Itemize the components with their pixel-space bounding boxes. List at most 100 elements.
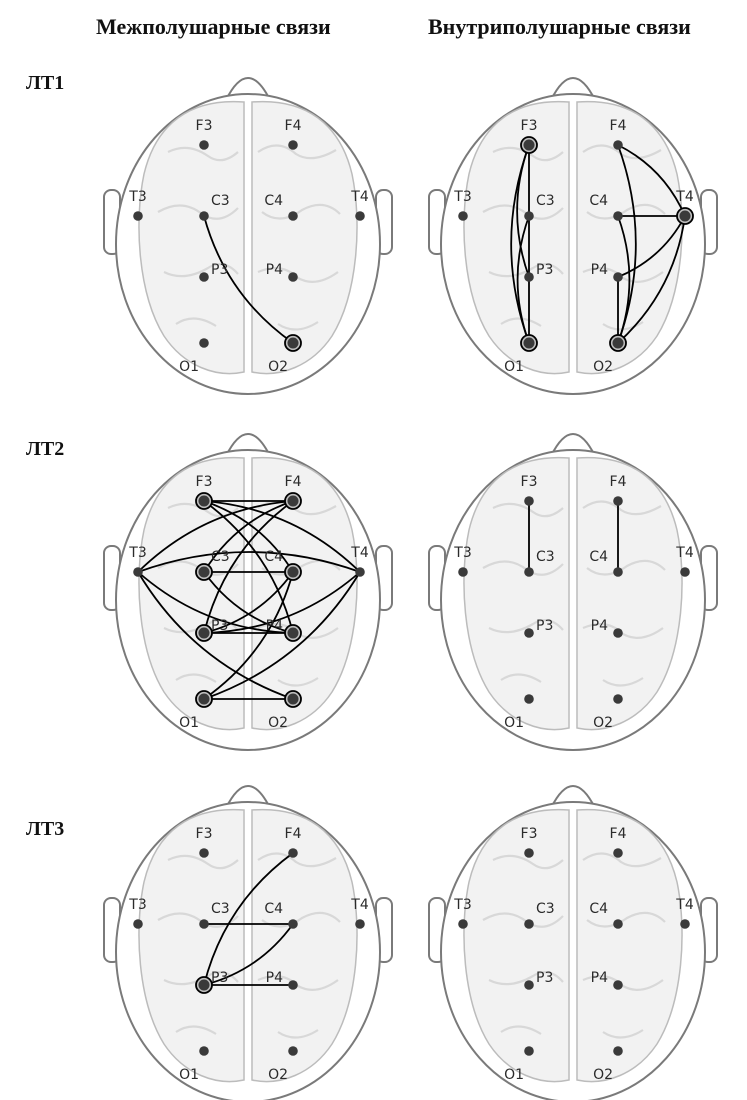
electrode-P3 [199,980,210,991]
electrode-P3 [524,272,534,282]
header-interhemispheric: Межполушарные связи [96,14,331,40]
row-label-lt1: ЛТ1 [26,72,64,95]
electrode-P3 [199,628,210,639]
electrode-F4 [288,140,298,150]
electrode-label-C3: C3 [211,549,230,565]
electrode-O1 [199,694,210,705]
electrode-T3 [133,567,143,577]
electrode-P3 [524,980,534,990]
electrode-label-P3: P3 [211,262,228,278]
electrode-label-P3: P3 [536,618,553,634]
electrode-P3 [524,628,534,638]
electrode-label-O2: O2 [593,1067,613,1083]
electrode-T4 [680,211,691,222]
electrode-label-F4: F4 [610,118,627,134]
electrode-label-O1: O1 [504,359,524,375]
electrode-label-P4: P4 [266,618,283,634]
electrode-label-T4: T4 [350,897,369,913]
electrode-C3 [199,567,210,578]
electrode-label-F4: F4 [610,474,627,490]
electrode-T3 [133,919,143,929]
electrode-label-C3: C3 [536,549,555,565]
electrode-O2 [613,694,623,704]
electrode-F4 [613,496,623,506]
electrode-label-T4: T4 [675,189,694,205]
electrode-P3 [199,272,209,282]
electrode-label-O2: O2 [593,359,613,375]
row-label-lt2: ЛТ2 [26,438,64,461]
electrode-label-F4: F4 [285,474,302,490]
electrode-C3 [199,211,209,221]
electrode-label-F3: F3 [521,826,538,842]
electrode-label-P4: P4 [591,618,608,634]
electrode-F4 [613,848,623,858]
electrode-label-P3: P3 [211,618,228,634]
electrode-T4 [355,567,365,577]
electrode-label-F4: F4 [610,826,627,842]
electrode-F3 [524,140,535,151]
electrode-T4 [355,919,365,929]
electrode-label-T3: T3 [453,545,471,561]
electrode-O1 [199,1046,209,1056]
electrode-O2 [288,694,299,705]
electrode-C4 [613,919,623,929]
electrode-C4 [288,567,299,578]
electrode-label-F3: F3 [521,118,538,134]
electrode-label-F4: F4 [285,826,302,842]
head-diagram-lt1-inter: F3F4T3C3C4T4P3P4O1O2 [98,62,398,392]
electrode-label-T3: T3 [453,897,471,913]
electrode-F3 [199,848,209,858]
electrode-T3 [133,211,143,221]
electrode-label-P4: P4 [591,262,608,278]
electrode-label-O1: O1 [504,715,524,731]
electrode-label-T3: T3 [453,189,471,205]
electrode-label-F4: F4 [285,118,302,134]
electrode-C3 [199,919,209,929]
electrode-C4 [613,567,623,577]
electrode-label-O2: O2 [268,359,288,375]
electrode-T3 [458,567,468,577]
electrode-C4 [288,211,298,221]
electrode-label-F3: F3 [196,118,213,134]
electrode-label-O1: O1 [179,1067,199,1083]
electrode-label-T4: T4 [350,545,369,561]
electrode-label-P4: P4 [266,262,283,278]
electrode-label-C4: C4 [264,549,283,565]
electrode-label-P3: P3 [536,970,553,986]
electrode-F4 [613,140,623,150]
electrode-label-T3: T3 [128,897,146,913]
electrode-label-T4: T4 [675,545,694,561]
head-diagram-lt1-intra: F3F4T3C3C4T4P3P4O1O2 [423,62,723,392]
electrode-T4 [680,567,690,577]
electrode-C3 [524,211,534,221]
electrode-O2 [288,1046,298,1056]
electrode-label-O2: O2 [593,715,613,731]
electrode-label-P3: P3 [536,262,553,278]
electrode-label-T3: T3 [128,545,146,561]
electrode-label-C3: C3 [211,901,230,917]
electrode-F4 [288,848,298,858]
electrode-T3 [458,919,468,929]
electrode-C3 [524,919,534,929]
electrode-O1 [199,338,209,348]
electrode-label-C3: C3 [211,193,230,209]
electrode-F4 [288,496,299,507]
electrode-label-F3: F3 [521,474,538,490]
electrode-F3 [524,496,534,506]
electrode-label-T3: T3 [128,189,146,205]
electrode-label-C4: C4 [589,193,608,209]
electrode-T4 [680,919,690,929]
electrode-label-P3: P3 [211,970,228,986]
electrode-O1 [524,694,534,704]
electrode-P4 [288,272,298,282]
electrode-label-C4: C4 [264,193,283,209]
electrode-O2 [613,1046,623,1056]
electrode-C3 [524,567,534,577]
electrode-label-F3: F3 [196,826,213,842]
head-diagram-lt3-inter: F3F4T3C3C4T4P3P4O1O2 [98,770,398,1100]
electrode-label-T4: T4 [350,189,369,205]
electrode-label-P4: P4 [591,970,608,986]
electrode-F3 [199,496,210,507]
electrode-F3 [524,848,534,858]
electrode-P4 [288,980,298,990]
